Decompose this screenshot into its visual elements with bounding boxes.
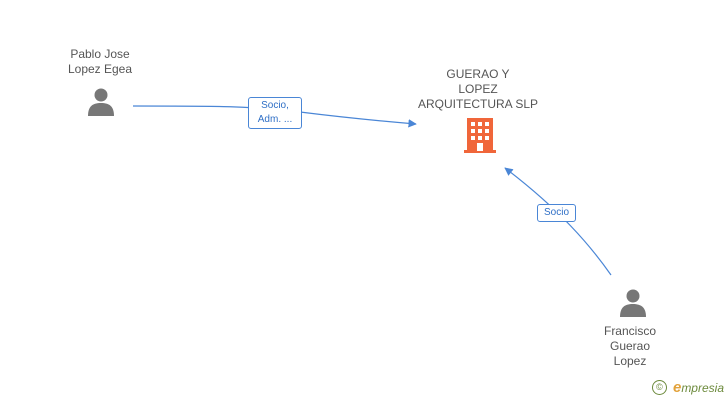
- edge-label-socio-adm[interactable]: Socio, Adm. ...: [248, 97, 302, 129]
- edge-line-francisco-to-company: [504, 167, 612, 276]
- building-icon: [464, 118, 496, 153]
- node-label-person-1: Pablo Jose Lopez Egea: [67, 47, 133, 76]
- node-label-company: GUERAO Y LOPEZ ARQUITECTURA SLP: [417, 67, 539, 111]
- brand-initial: e: [672, 379, 682, 396]
- copyright-icon: ©: [651, 380, 667, 395]
- brand-name: mpresia: [681, 380, 724, 395]
- person-icon: [88, 88, 114, 116]
- edge-label-socio[interactable]: Socio: [537, 204, 577, 222]
- person-icon: [620, 289, 646, 317]
- empresia-watermark: © e mpresia: [651, 379, 724, 396]
- node-label-person-2: Francisco Guerao Lopez: [603, 324, 656, 368]
